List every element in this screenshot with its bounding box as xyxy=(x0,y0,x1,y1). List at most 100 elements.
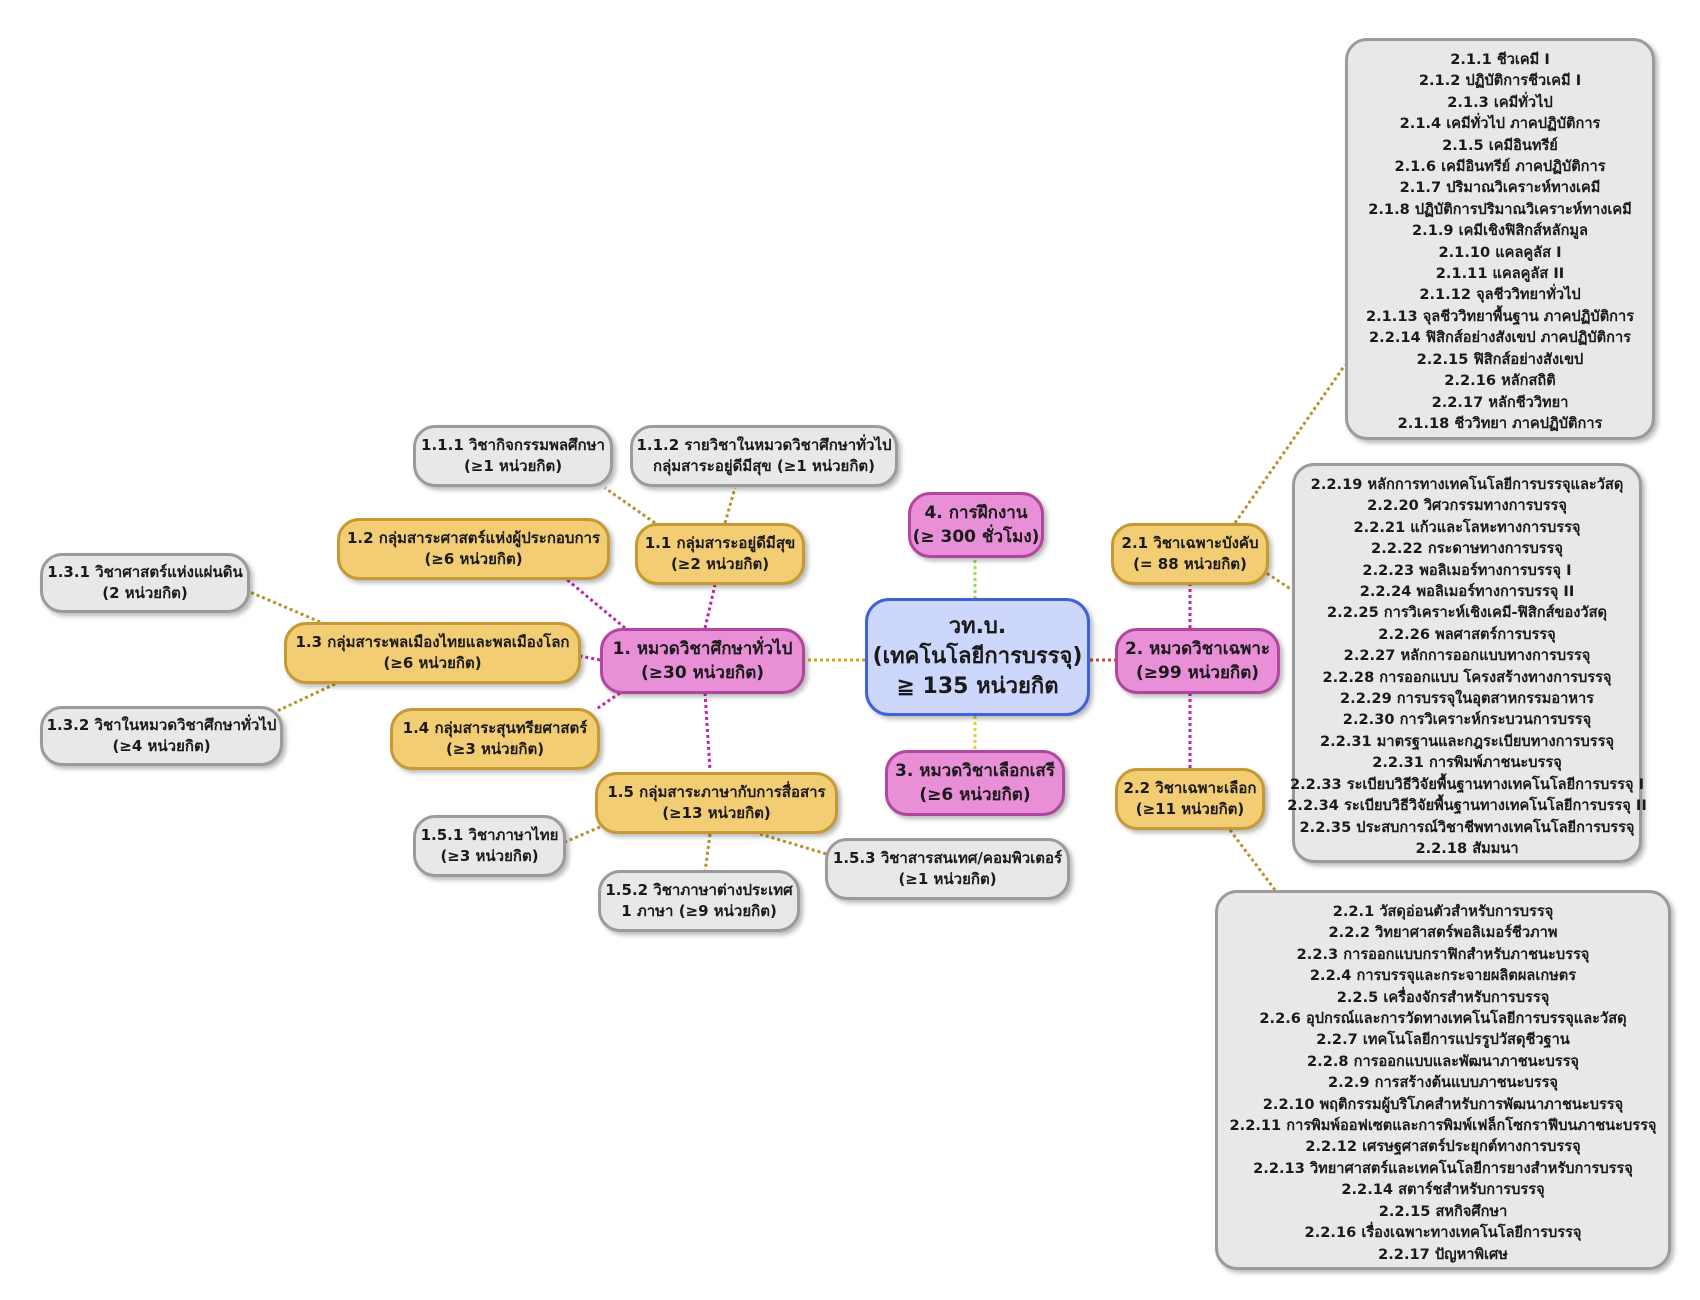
course-item: 2.2.25 การวิเคราะห์เชิงเคมี-ฟิสิกส์ของวั… xyxy=(1327,604,1607,622)
group-label: 1.3 กลุ่มสาระพลเมืองไทยและพลเมืองโลก xyxy=(295,633,570,651)
category-label: 1. หมวดวิชาศึกษาทั่วไป xyxy=(612,639,793,659)
center-node-degree[interactable]: วท.บ. (เทคโนโลยีการบรรจุ) ≧ 135 หน่วยกิต xyxy=(865,598,1090,716)
group-node-1-4[interactable]: 1.4 กลุ่มสาระสุนทรียศาสตร์ (≥3 หน่วยกิต) xyxy=(390,708,600,770)
course-item: 2.1.1 ชีวเคมี I xyxy=(1450,51,1550,68)
category-label: 2. หมวดวิชาเฉพาะ xyxy=(1124,639,1271,659)
course-item: 2.2.4 การบรรจุและกระจายผลิตผลเกษตร xyxy=(1309,967,1577,985)
group-credits: (≥3 หน่วยกิต) xyxy=(445,740,545,758)
leaf-label: 1.5.2 วิชาภาษาต่างประเทศ xyxy=(605,881,793,899)
leaf-credits: (2 หน่วยกิต) xyxy=(102,584,188,602)
course-item: 2.1.7 ปริมาณวิเคราะห์ทางเคมี xyxy=(1399,179,1601,197)
category-label: 3. หมวดวิชาเลือกเสรี xyxy=(895,761,1055,781)
course-list-required-basic: 2.1.1 ชีวเคมี I 2.1.2 ปฏิบัติการชีวเคมี I… xyxy=(1345,38,1655,440)
group-node-1-5[interactable]: 1.5 กลุ่มสาระภาษากับการสื่อสาร (≥13 หน่ว… xyxy=(595,772,838,834)
link-g15-s153 xyxy=(759,832,831,857)
course-item: 2.2.21 แก้วและโลหะทางการบรรจุ xyxy=(1353,518,1581,536)
course-item: 2.2.15 สหกิจศึกษา xyxy=(1378,1202,1508,1220)
group-label: 2.2 วิชาเฉพาะเลือก xyxy=(1123,779,1257,797)
course-item: 2.2.20 วิศวกรรมทางการบรรจุ xyxy=(1367,497,1567,515)
course-item: 2.2.9 การสร้างต้นแบบภาชนะบรรจุ xyxy=(1328,1074,1558,1092)
course-item: 2.2.7 เทคโนโลยีการแปรรูปวัสดุชีวฐาน xyxy=(1316,1031,1570,1049)
group-credits: (≥6 หน่วยกิต) xyxy=(424,550,523,568)
course-item: 2.2.16 เรื่องเฉพาะทางเทคโนโลยีการบรรจุ xyxy=(1304,1224,1582,1242)
leaf-label: 1.1.2 รายวิชาในหมวดวิชาศึกษาทั่วไป xyxy=(636,436,892,454)
link-g11-s111 xyxy=(604,486,656,525)
category-node-general-education[interactable]: 1. หมวดวิชาศึกษาทั่วไป (≥30 หน่วยกิต) xyxy=(600,628,805,694)
center-line3: ≧ 135 หน่วยกิต xyxy=(896,674,1059,699)
course-list-required-core: 2.2.19 หลักการทางเทคโนโลยีการบรรจุและวัส… xyxy=(1287,463,1647,863)
group-node-2-2[interactable]: 2.2 วิชาเฉพาะเลือก (≥11 หน่วยกิต) xyxy=(1115,768,1265,830)
leaf-node-1-3-2[interactable]: 1.3.2 วิชาในหมวดวิชาศึกษาทั่วไป (≥4 หน่ว… xyxy=(40,706,283,766)
link-cat1-g13 xyxy=(574,653,601,662)
course-item: 2.2.17 หลักชีววิทยา xyxy=(1431,393,1569,411)
course-item: 2.2.27 หลักการออกแบบทางการบรรจุ xyxy=(1343,647,1591,665)
leaf-label: 1.3.2 วิชาในหมวดวิชาศึกษาทั่วไป xyxy=(46,716,277,734)
group-node-1-3[interactable]: 1.3 กลุ่มสาระพลเมืองไทยและพลเมืองโลก (≥6… xyxy=(284,622,581,684)
course-item: 2.2.11 การพิมพ์ออฟเซตและการพิมพ์เฟล็กโซก… xyxy=(1229,1117,1657,1135)
leaf-label: 1.1.1 วิชากิจกรรมพลศึกษา xyxy=(421,436,605,454)
group-credits: (≥6 หน่วยกิต) xyxy=(383,654,482,672)
leaf-label: 1.3.1 วิชาศาสตร์แห่งแผ่นดิน xyxy=(47,563,243,581)
group-label: 1.2 กลุ่มสาระศาสตร์แห่งผู้ประกอบการ xyxy=(346,529,601,547)
group-node-1-1[interactable]: 1.1 กลุ่มสาระอยู่ดีมีสุข (≥2 หน่วยกิต) xyxy=(635,523,805,585)
category-credits: (≥99 หน่วยกิต) xyxy=(1135,663,1260,683)
course-item: 2.2.22 กระดาษทางการบรรจุ xyxy=(1371,540,1563,558)
group-node-2-1[interactable]: 2.1 วิชาเฉพาะบังคับ (= 88 หน่วยกิต) xyxy=(1111,523,1269,585)
category-node-internship[interactable]: 4. การฝึกงาน (≥ 300 ชั่วโมง) xyxy=(908,492,1044,558)
course-item: 2.2.28 การออกแบบ โครงสร้างทางการบรรจุ xyxy=(1322,668,1612,686)
course-item: 2.2.10 พฤติกรรมผู้บริโภคสำหรับการพัฒนาภา… xyxy=(1262,1095,1624,1113)
course-item: 2.2.35 ประสบการณ์วิชาชีพทางเทคโนโลยีการบ… xyxy=(1299,818,1635,836)
group-credits: (≥11 หน่วยกิต) xyxy=(1135,800,1245,818)
course-item: 2.2.15 ฟิสิกส์อย่างสังเขป xyxy=(1416,350,1584,368)
leaf-node-1-1-1[interactable]: 1.1.1 วิชากิจกรรมพลศึกษา (≥1 หน่วยกิต) xyxy=(413,425,613,487)
course-list-elective: 2.2.1 วัสดุอ่อนตัวสำหรับการบรรจุ2.2.2 วิ… xyxy=(1215,890,1671,1270)
course-item: 2.1.4 เคมีทั่วไป ภาคปฏิบัติการ xyxy=(1399,115,1601,133)
category-node-specific[interactable]: 2. หมวดวิชาเฉพาะ (≥99 หน่วยกิต) xyxy=(1115,628,1280,694)
course-item: 2.2.31 มาตรฐานและกฎระเบียบทางการบรรจุ xyxy=(1319,732,1614,750)
link-cat1-g15 xyxy=(703,692,712,771)
category-credits: (≥6 หน่วยกิต) xyxy=(919,785,1031,805)
course-item: 2.2.14 สตาร์ชสำหรับการบรรจุ xyxy=(1341,1181,1545,1199)
course-item: 2.2.14 ฟิสิกส์อย่างสังเขป ภาคปฏิบัติการ xyxy=(1369,329,1631,347)
group-credits: (≥2 หน่วยกิต) xyxy=(670,555,770,573)
leaf-credits: (≥3 หน่วยกิต) xyxy=(440,847,539,865)
course-item: 2.2.29 การบรรจุในอุตสาหกรรมอาหาร xyxy=(1340,690,1594,708)
course-item: 2.1.13 จุลชีววิทยาพื้นฐาน ภาคปฏิบัติการ xyxy=(1365,307,1635,325)
course-item: 2.2.5 เครื่องจักรสำหรับการบรรจุ xyxy=(1336,988,1550,1006)
link-g21-list-b xyxy=(1261,568,1293,592)
course-item: 2.2.19 หลักการทางเทคโนโลยีการบรรจุและวัส… xyxy=(1310,476,1624,493)
leaf-node-1-5-2[interactable]: 1.5.2 วิชาภาษาต่างประเทศ 1 ภาษา (≥9 หน่ว… xyxy=(598,870,800,932)
course-item: 2.2.8 การออกแบบและพัฒนาภาชนะบรรจุ xyxy=(1307,1052,1579,1070)
course-item: 2.2.24 พอลิเมอร์ทางการบรรจุ II xyxy=(1359,583,1575,601)
course-item: 2.2.31 การพิมพ์ภาชนะบรรจุ xyxy=(1372,754,1562,772)
course-item: 2.1.9 เคมีเชิงฟิสิกส์หลักมูล xyxy=(1412,222,1588,240)
course-item: 2.1.12 จุลชีววิทยาทั่วไป xyxy=(1419,286,1581,304)
course-item: 2.2.6 อุปกรณ์และการวัดทางเทคโนโลยีการบรร… xyxy=(1259,1010,1627,1028)
leaf-credits: (≥1 หน่วยกิต) xyxy=(898,870,997,888)
category-node-free-elective[interactable]: 3. หมวดวิชาเลือกเสรี (≥6 หน่วยกิต) xyxy=(885,750,1065,816)
leaf-node-1-5-3[interactable]: 1.5.3 วิชาสารสนเทศ/คอมพิวเตอร์ (≥1 หน่วย… xyxy=(825,838,1070,900)
course-item: 2.2.33 ระเบียบวิธีวิจัยพื้นฐานทางเทคโนโล… xyxy=(1289,775,1645,793)
leaf-credits: 1 ภาษา (≥9 หน่วยกิต) xyxy=(621,902,777,920)
leaf-label: 1.5.1 วิชาภาษาไทย xyxy=(420,826,559,844)
link-g13-s132 xyxy=(274,682,336,714)
course-item: 2.2.12 เศรษฐศาสตร์ประยุกต์ทางการบรรจุ xyxy=(1305,1138,1581,1156)
group-label: 1.4 กลุ่มสาระสุนทรียศาสตร์ xyxy=(402,719,588,737)
group-node-1-2[interactable]: 1.2 กลุ่มสาระศาสตร์แห่งผู้ประกอบการ (≥6 … xyxy=(337,518,610,580)
leaf-node-1-5-1[interactable]: 1.5.1 วิชาภาษาไทย (≥3 หน่วยกิต) xyxy=(413,815,566,877)
group-label: 2.1 วิชาเฉพาะบังคับ xyxy=(1121,534,1259,552)
course-item: 2.1.10 แคลคูลัส I xyxy=(1438,243,1562,261)
leaf-node-1-3-1[interactable]: 1.3.1 วิชาศาสตร์แห่งแผ่นดิน (2 หน่วยกิต) xyxy=(40,553,250,613)
course-item: 2.1.11 แคลคูลัส II xyxy=(1435,265,1565,283)
course-item: 2.1.5 เคมีอินทรีย์ xyxy=(1442,136,1558,154)
course-item: 2.2.17 ปัญหาพิเศษ xyxy=(1378,1245,1508,1263)
course-item: 2.2.23 พอลิเมอร์ทางการบรรจุ I xyxy=(1362,561,1572,579)
center-line1: วท.บ. xyxy=(948,614,1007,639)
leaf-node-1-1-2[interactable]: 1.1.2 รายวิชาในหมวดวิชาศึกษาทั่วไป กลุ่ม… xyxy=(630,425,898,487)
course-item: 2.2.2 วิทยาศาสตร์พอลิเมอร์ชีวภาพ xyxy=(1328,924,1558,942)
link-g15-s151 xyxy=(564,825,601,844)
link-cat1-g14 xyxy=(594,691,621,712)
course-item: 2.1.2 ปฏิบัติการชีวเคมี I xyxy=(1418,72,1582,90)
course-item: 2.1.3 เคมีทั่วไป xyxy=(1447,93,1553,111)
